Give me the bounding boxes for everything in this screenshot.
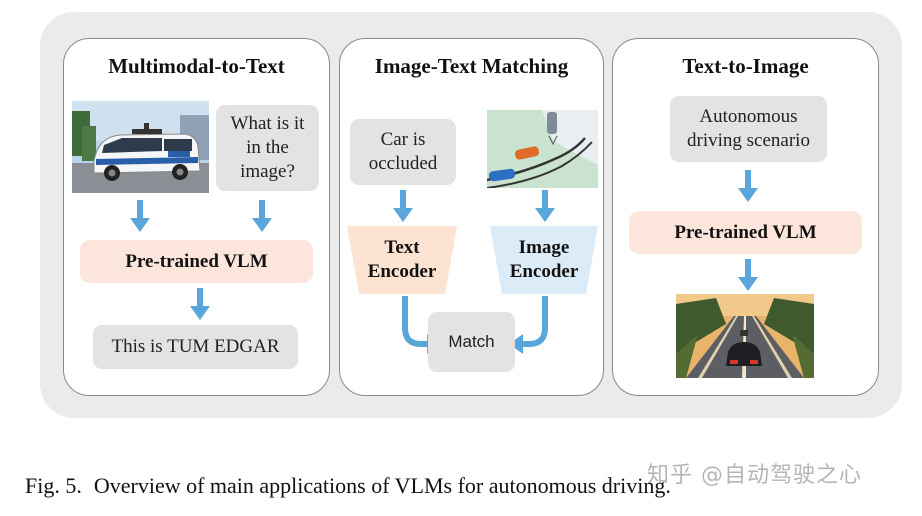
down-arrow-icon [393, 190, 413, 222]
down-arrow-icon [130, 200, 150, 232]
vlm-label-2: Pre-trained VLM [674, 221, 817, 243]
down-arrow-icon [535, 190, 555, 222]
down-arrow-icon [252, 200, 272, 232]
pretrained-vlm-box: Pre-trained VLM [80, 240, 313, 283]
match-box: Match [428, 312, 515, 372]
vlm-label: Pre-trained VLM [125, 250, 268, 272]
prompt-text: Autonomous driving scenario [687, 106, 810, 151]
pretrained-vlm-box-2: Pre-trained VLM [629, 211, 862, 254]
map-scene-image [487, 110, 598, 188]
text-input-label: Car is occluded [368, 129, 438, 174]
road-scene-image [676, 294, 814, 378]
figure-caption: Fig. 5. Overview of main applications of … [25, 473, 671, 499]
panel-multimodal-header: Multimodal-to-Text [63, 38, 330, 98]
match-label: Match [448, 332, 495, 352]
question-box: What is it in the image? [216, 105, 319, 191]
watermark: 知乎 @自动驾驶之心 [647, 463, 862, 488]
down-arrow-icon [190, 288, 210, 320]
image-encoder-label: Image Encoder [509, 237, 579, 282]
output-box: This is TUM EDGAR [93, 325, 298, 369]
text-encoder-label: Text Encoder [367, 237, 437, 282]
image-encoder-box: Image Encoder [490, 226, 598, 294]
prompt-box: Autonomous driving scenario [670, 96, 827, 162]
down-arrow-icon [738, 170, 758, 202]
down-arrow-icon [738, 259, 758, 291]
van-photo [72, 101, 209, 193]
output-text: This is TUM EDGAR [111, 336, 280, 358]
text-input-box: Car is occluded [350, 119, 456, 185]
text-encoder-box: Text Encoder [347, 226, 457, 294]
caption-label: Fig. 5. [25, 473, 82, 498]
question-text: What is it in the image? [230, 113, 305, 182]
panel-title-multimodal: Multimodal-to-Text [108, 54, 285, 78]
panel-title-text-to-image: Text-to-Image [682, 54, 809, 78]
panel-text-to-image-header: Text-to-Image [612, 38, 879, 98]
panel-title-matching: Image-Text Matching [374, 54, 569, 78]
panel-matching-header: Image-Text Matching [339, 38, 604, 98]
caption-text: Overview of main applications of VLMs fo… [93, 473, 671, 498]
